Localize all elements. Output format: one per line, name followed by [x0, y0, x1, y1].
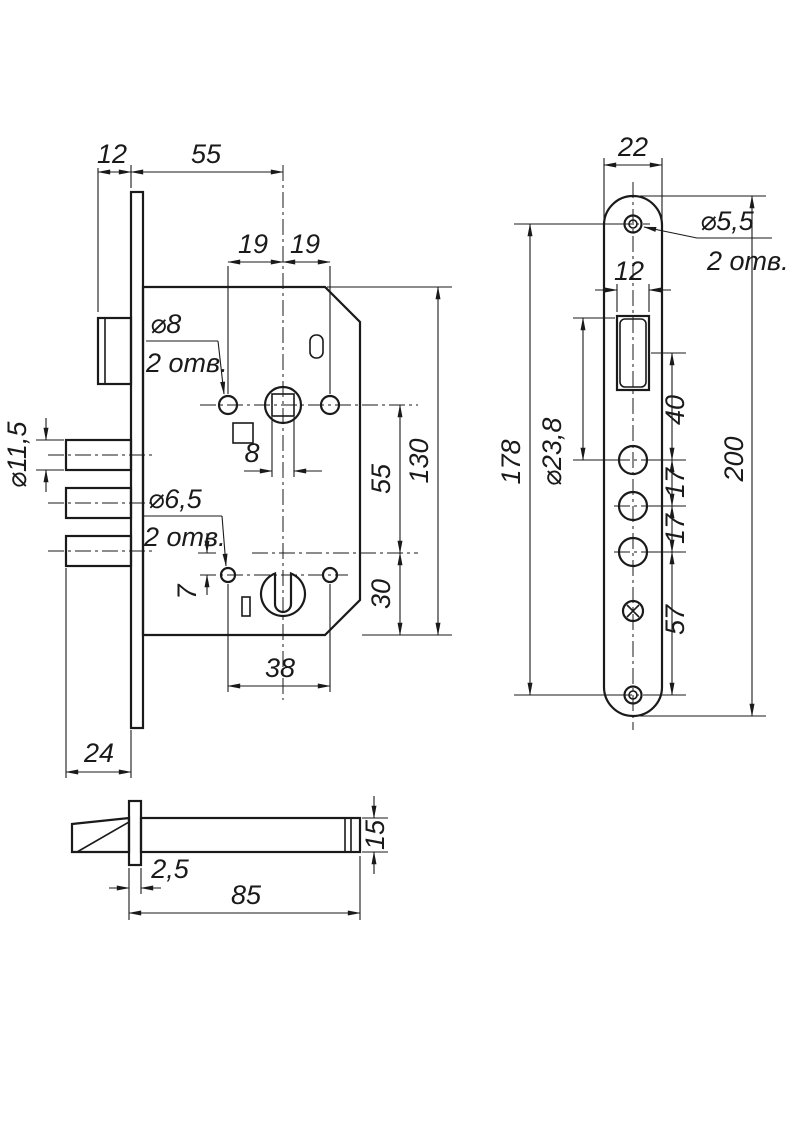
dim-label: 2,5 — [150, 854, 190, 884]
dim-backset: 55 — [130, 139, 284, 175]
dim-label: 15 — [360, 819, 390, 850]
fixing-hole-right — [319, 394, 341, 416]
faceplate-section — [127, 799, 143, 867]
faceplate-view: 22 ⌀5,5 2 отв. 12 ⌀23,8 — [496, 132, 789, 730]
fixing-hole-left — [217, 394, 239, 416]
dim-bolt-throw: 24 — [65, 568, 132, 778]
latch-opening — [615, 314, 651, 392]
faceplate-features — [614, 214, 652, 705]
dim-label: 55 — [366, 463, 396, 494]
lower-hole-right — [321, 566, 339, 584]
deadbolt-bar-3 — [64, 534, 133, 568]
follower-square-hole — [271, 393, 295, 417]
latch-outline — [70, 799, 362, 867]
dim-latch-width: 12 — [595, 256, 671, 312]
dim-total-height: 200 — [640, 195, 766, 717]
dim-centers-55: 55 — [366, 404, 403, 554]
callout-count: 2 отв. — [143, 522, 226, 552]
dim-latch-height: 15 — [360, 796, 390, 874]
dim-label: 12 — [614, 256, 644, 286]
follower-hub — [263, 385, 303, 425]
square-detail — [232, 422, 254, 444]
dim-offset-7: 7 — [172, 533, 216, 600]
callout-top-holes: ⌀8 2 отв. — [145, 309, 228, 395]
latch-head — [70, 816, 131, 854]
dim-label: 8 — [244, 438, 259, 468]
latch-body-bar — [139, 816, 362, 854]
lock-body-outline — [64, 190, 362, 730]
dim-label: ⌀11,5 — [2, 421, 32, 489]
dim-label: 17 — [660, 513, 690, 544]
dim-label: 38 — [265, 653, 295, 683]
callout-diameter: ⌀5,5 — [700, 206, 755, 236]
deadbolt-bar-2 — [64, 486, 133, 520]
callout-diameter: ⌀8 — [150, 309, 181, 339]
callout-screw-holes: ⌀5,5 2 отв. — [643, 206, 789, 276]
dim-label: 85 — [231, 880, 262, 910]
dim-label: 200 — [719, 436, 749, 482]
dim-holes-span: 38 — [227, 584, 331, 692]
dim-label: 22 — [617, 132, 648, 162]
euro-cylinder-hole — [259, 571, 307, 618]
dim-label: 55 — [191, 139, 222, 169]
deadbolt-bar-1 — [64, 438, 133, 472]
cross-screw — [621, 599, 645, 623]
lower-hole-left — [219, 566, 237, 584]
dim-label: 19 — [238, 229, 268, 259]
callout-bottom-holes: ⌀6,5 2 отв. — [143, 484, 228, 567]
dim-plate-thickness: 2,5 — [109, 854, 190, 894]
top-slot — [309, 334, 324, 359]
dim-latch-length: 85 — [128, 856, 361, 920]
dim-bolt-hole-diameter: ⌀23,8 — [537, 317, 617, 487]
faceplate-edge — [129, 190, 145, 730]
dim-label: 19 — [290, 229, 320, 259]
dim-label: 130 — [404, 438, 434, 483]
lower-slot — [241, 596, 251, 617]
callout-diameter: ⌀6,5 — [148, 484, 203, 514]
dim-hole-spacing: 19 19 — [227, 229, 331, 394]
latch-face — [619, 318, 647, 388]
callout-count: 2 отв. — [145, 348, 228, 378]
dim-follower-square: 8 — [244, 417, 322, 477]
latch-bolt-side — [96, 316, 133, 386]
dim-body-height: 130 — [327, 286, 452, 636]
dim-label: ⌀23,8 — [537, 418, 567, 487]
latch-view: 2,5 85 15 — [70, 796, 390, 920]
dim-label: 12 — [97, 139, 127, 169]
dim-screw-centers: 178 — [496, 223, 622, 696]
dim-label: 30 — [366, 579, 396, 609]
main-view: 12 55 19 19 ⌀8 2 отв. 8 — [2, 139, 452, 778]
dim-right-chain: 40 17 17 57 — [643, 352, 690, 696]
dim-label: 7 — [172, 584, 202, 600]
dim-faceplate-offset: 12 — [97, 139, 132, 312]
dim-deadbolt-diameter: ⌀11,5 — [2, 418, 64, 492]
dim-label: 40 — [660, 395, 690, 425]
dim-label: 17 — [660, 467, 690, 498]
callout-count: 2 отв. — [706, 246, 789, 276]
lock-body-features — [217, 334, 341, 618]
dim-label: 24 — [83, 738, 114, 768]
dim-label: 57 — [660, 604, 690, 635]
dim-label: 178 — [496, 439, 526, 484]
dim-faceplate-width: 22 — [603, 132, 663, 220]
faceplate-outline — [602, 194, 664, 718]
